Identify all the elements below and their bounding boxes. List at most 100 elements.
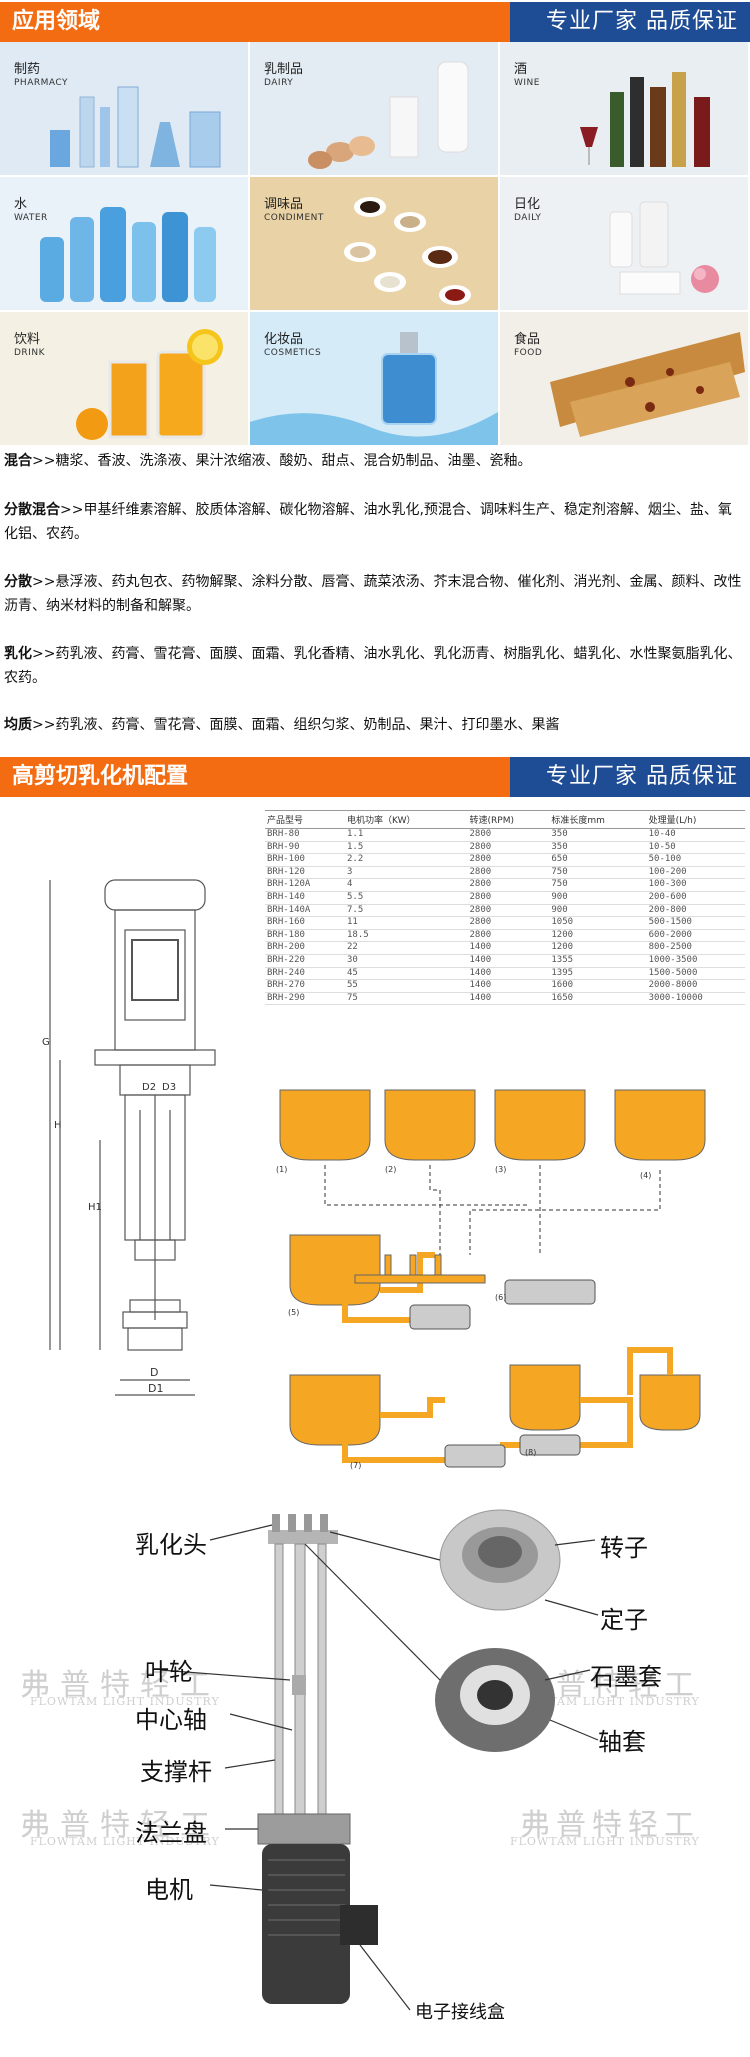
application-label: 分散混合 (4, 502, 60, 518)
pump-8 (519, 1434, 581, 1456)
spec-cell: 2800 (467, 904, 550, 918)
spec-cell: 1.5 (345, 841, 468, 855)
tank-8a (509, 1364, 581, 1431)
application-text: >>药乳液、药膏、雪花膏、面膜、面霜、组织匀浆、奶制品、果汁、打印墨水、果酱 (32, 717, 560, 733)
category-en: WATER (14, 213, 48, 223)
spec-cell: 500-1500 (646, 916, 745, 930)
category-food: 食品 FOOD (500, 312, 748, 445)
application-text: >>甲基纤维素溶解、胶质体溶解、碳化物溶解、油水乳化,预混合、调味料生产、稳定剂… (4, 502, 732, 542)
spec-cell: 2800 (467, 929, 550, 943)
watermark-text: FLOWTAM LIGHT INDUSTRY (510, 1695, 700, 1708)
category-en: CONDIMENT (264, 213, 324, 223)
spec-cell: BRH-240 (265, 967, 346, 981)
tank-8b (639, 1374, 701, 1431)
application-text: >>糖浆、香波、洗涤液、果汁浓缩液、酸奶、甜点、混合奶制品、油墨、瓷釉。 (32, 453, 532, 469)
pipe-5 (380, 1252, 435, 1293)
flow-link (429, 1165, 441, 1255)
wine-image (500, 42, 748, 175)
application-item: 混合>>糖浆、香波、洗涤液、果汁浓缩液、酸奶、甜点、混合奶制品、油墨、瓷釉。 (4, 449, 744, 473)
pipe-7-out (342, 1435, 445, 1463)
category-en: DRINK (14, 348, 45, 358)
category-daily: 日化 DAILY (500, 177, 748, 310)
spec-cell: 1400 (467, 992, 550, 1006)
spec-cell: BRH-120A (265, 878, 346, 892)
junction-box (340, 1905, 378, 1945)
spec-cell: 1200 (549, 941, 647, 955)
spec-cell: 900 (549, 904, 647, 918)
category-cn: 乳制品 (264, 62, 304, 77)
spec-cell: 11 (345, 916, 468, 930)
application-item: 均质>>药乳液、药膏、雪花膏、面膜、面霜、组织匀浆、奶制品、果汁、打印墨水、果酱 (4, 713, 744, 737)
step-label: (5) (288, 1308, 299, 1317)
step-label: (6) (495, 1293, 506, 1302)
manifold-branch (409, 1254, 417, 1276)
section-slogan: 专业厂家 品质保证 (546, 9, 738, 34)
category-water: 水 WATER (0, 177, 248, 310)
spec-cell: 1400 (467, 954, 550, 968)
category-cn: 水 (14, 197, 28, 212)
spec-cell: 800-2500 (646, 941, 745, 955)
spec-cell: 1.1 (345, 828, 468, 842)
category-cn: 化妆品 (264, 332, 304, 347)
dim-label: D1 (148, 1382, 163, 1395)
tank-5 (289, 1234, 381, 1306)
category-cosmetics: 化妆品 COSMETICS (250, 312, 498, 445)
section-slogan: 专业厂家 品质保证 (546, 764, 738, 789)
spec-cell: 1400 (467, 941, 550, 955)
emulsifier-illustration (159, 1509, 599, 2011)
spec-cell: BRH-160 (265, 916, 346, 930)
tank-7 (289, 1374, 381, 1446)
spec-cell: 1200 (549, 929, 647, 943)
manifold-6 (354, 1274, 486, 1284)
category-en: PHARMACY (14, 78, 68, 88)
tank-4 (614, 1089, 706, 1161)
spec-cell: 4 (345, 878, 468, 892)
application-label: 分散 (4, 574, 32, 590)
watermark-text: FLOWTAM LIGHT INDUSTRY (510, 1835, 700, 1848)
spec-cell: 750 (549, 878, 647, 892)
application-label: 混合 (4, 453, 32, 469)
spec-cell: 350 (549, 828, 647, 842)
pump-7 (444, 1444, 506, 1468)
watermark-text: FLOWTAM LIGHT INDUSTRY (30, 1695, 220, 1708)
tank-1 (279, 1089, 371, 1161)
spec-cell: BRH-200 (265, 941, 346, 955)
dim-label: H1 (88, 1202, 102, 1213)
spec-cell: 30 (345, 954, 468, 968)
spec-cell: 200-800 (646, 904, 745, 918)
spec-cell: 2800 (467, 866, 550, 880)
spec-cell: BRH-180 (265, 929, 346, 943)
dim-label: D2 (142, 1082, 156, 1093)
spec-header: 处理量(L/h) (646, 810, 745, 829)
cosmetics-image (250, 312, 498, 445)
category-cn: 日化 (514, 197, 541, 212)
water-image (0, 177, 248, 310)
section-banner-config: 高剪切乳化机配置 专业厂家 品质保证 (0, 757, 750, 797)
pipe-5-out (342, 1275, 410, 1323)
spec-cell: 2800 (467, 891, 550, 905)
spec-cell: 2800 (467, 916, 550, 930)
application-text: >>悬浮液、药丸包衣、药物解聚、涂料分散、唇膏、蔬菜浓汤、芥末混合物、催化剂、消… (4, 574, 742, 614)
motor (262, 1844, 350, 2004)
drink-image (0, 312, 248, 445)
category-en: DAIRY (264, 78, 294, 88)
spec-cell: 100-200 (646, 866, 745, 880)
application-item: 乳化>>药乳液、药膏、雪花膏、面膜、面霜、乳化香精、油水乳化、乳化沥青、树脂乳化… (4, 642, 744, 690)
spec-cell: BRH-140 (265, 891, 346, 905)
spec-cell: 75 (345, 992, 468, 1006)
pipe-7 (380, 1397, 445, 1418)
spec-cell: 2800 (467, 828, 550, 842)
flow-link (469, 1170, 661, 1255)
category-cn: 饮料 (14, 332, 41, 347)
spec-cell: 2800 (467, 841, 550, 855)
spec-cell: 1600 (549, 979, 647, 993)
spec-cell: 900 (549, 891, 647, 905)
